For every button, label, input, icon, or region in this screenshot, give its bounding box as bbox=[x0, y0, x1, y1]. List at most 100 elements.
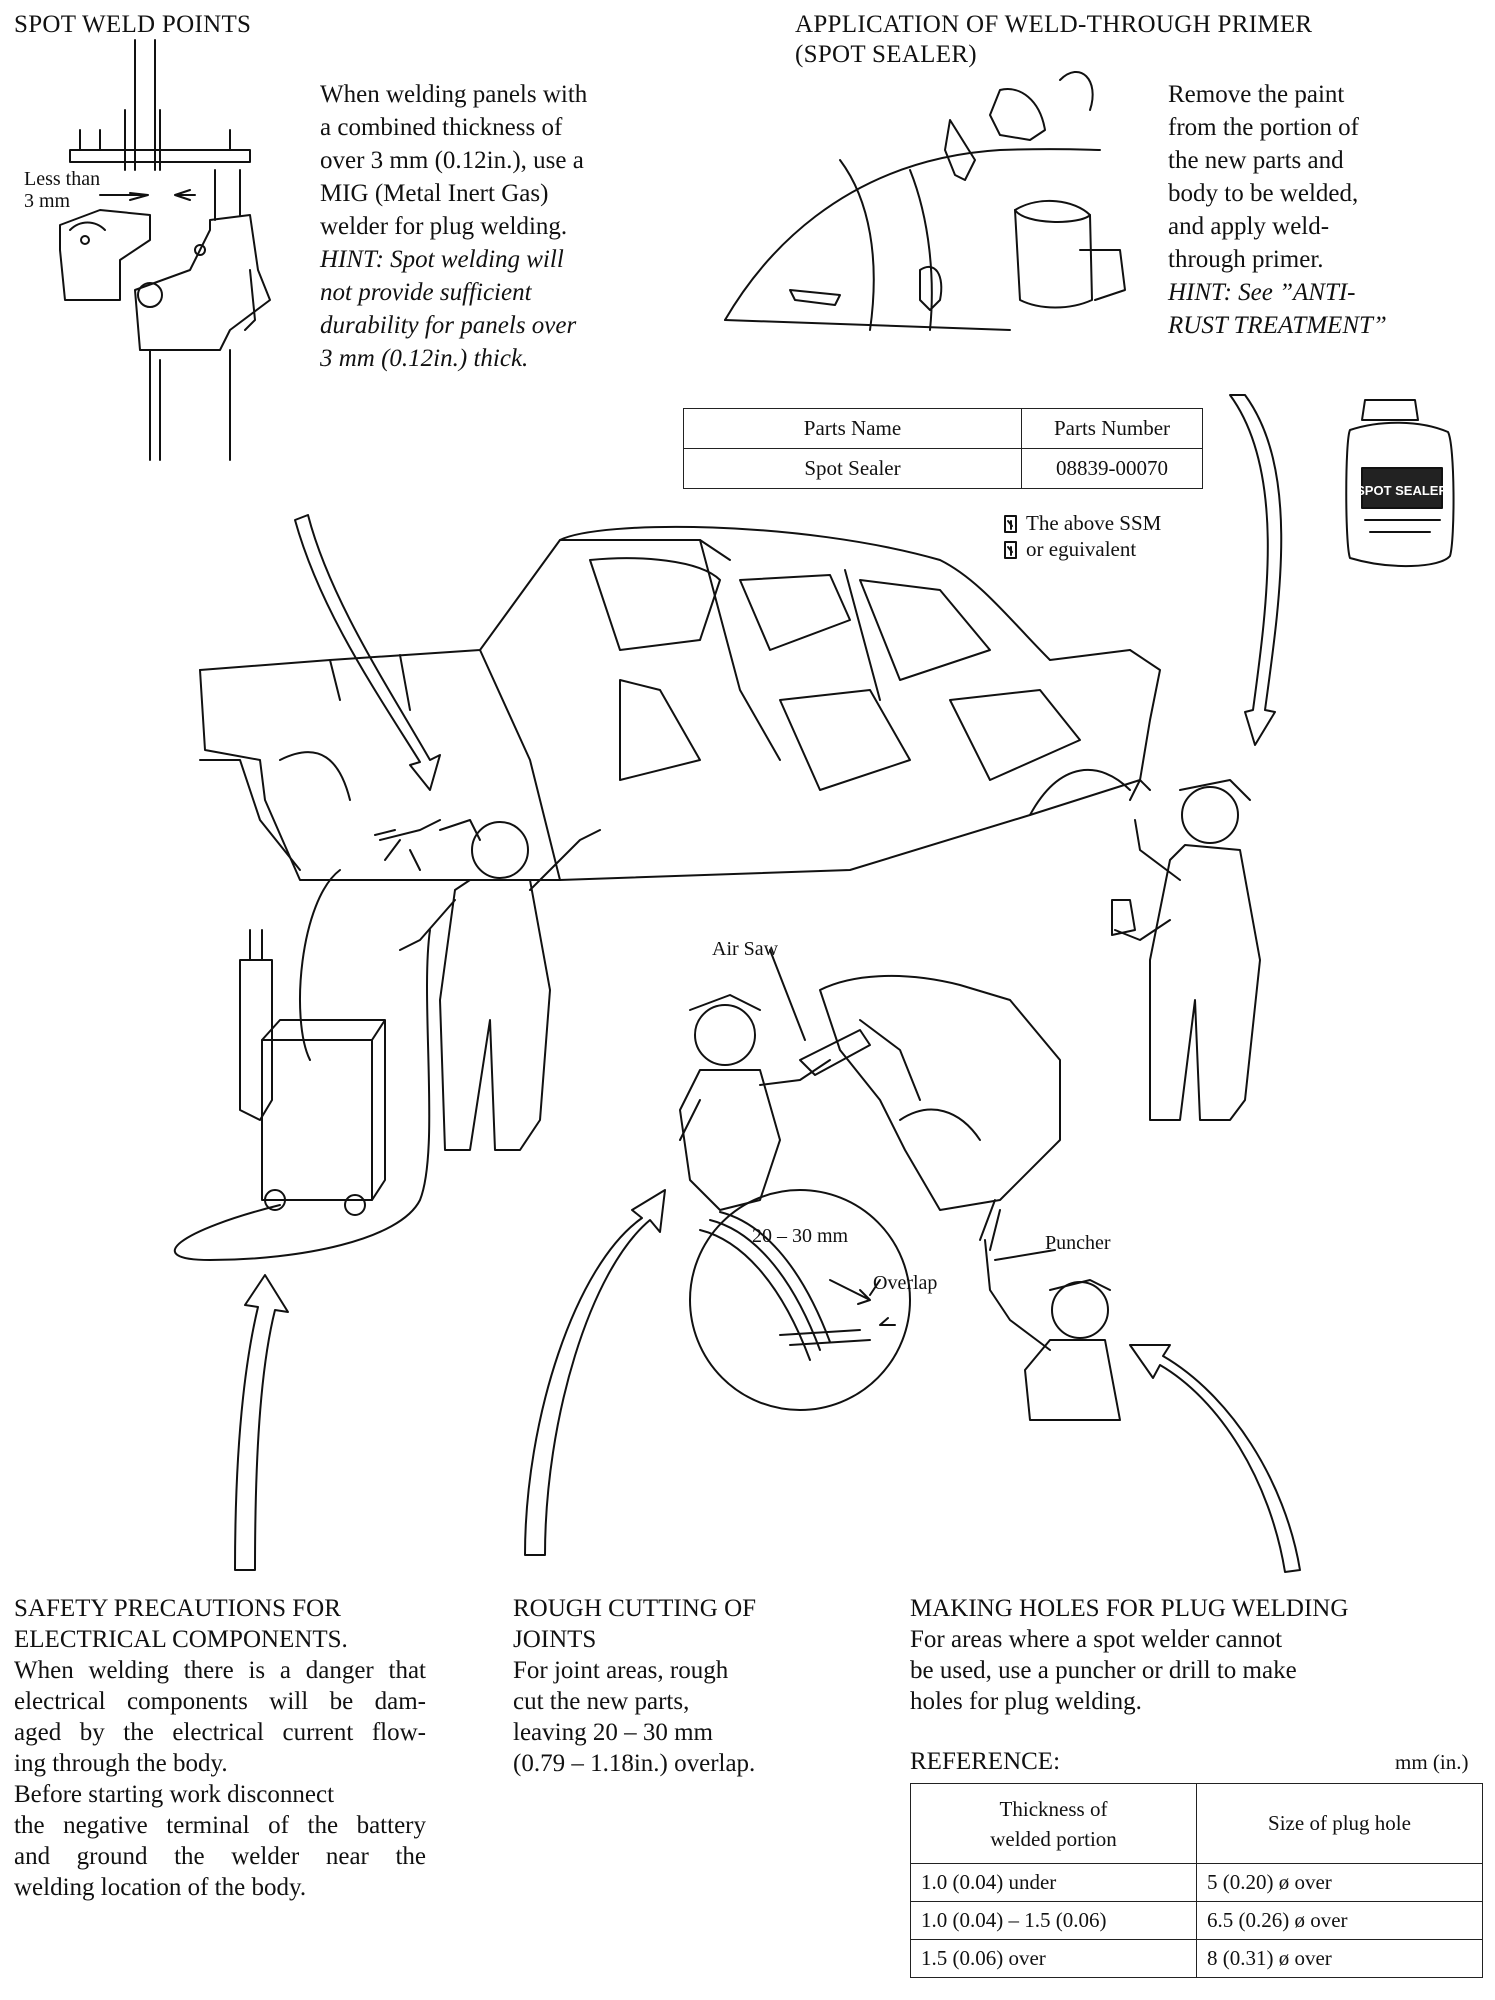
parts-table: Parts Name Parts Number Spot Sealer 0883… bbox=[683, 408, 1203, 489]
spot-weld-hint-line: not provide sufficient bbox=[320, 279, 532, 306]
rough-cut-section: ROUGH CUTTING OF JOINTS For joint areas,… bbox=[513, 1593, 756, 1779]
gap-callout-line-2: 3 mm bbox=[24, 190, 71, 212]
primer-application-illustration bbox=[725, 72, 1125, 330]
safety-line: electrical components will be dam- bbox=[14, 1688, 426, 1715]
primer-line: from the portion of bbox=[1168, 114, 1359, 141]
rough-cut-line: leaving 20 – 30 mm bbox=[513, 1719, 713, 1746]
ssm-note-line-1: The above SSM bbox=[1026, 511, 1162, 535]
thickness-header-line-1: Thickness of bbox=[999, 1796, 1108, 1821]
safety-line: ing through the body. bbox=[14, 1750, 228, 1777]
primer-line: and apply weld- bbox=[1168, 213, 1330, 240]
sealer-can-label: SPOT SEALER bbox=[1356, 483, 1448, 498]
puncher-label: Puncher bbox=[1045, 1232, 1111, 1254]
arrow-to-rear-body bbox=[1230, 395, 1281, 745]
plug-holes-line: holes for plug welding. bbox=[910, 1688, 1142, 1715]
puncher-leader bbox=[995, 1250, 1055, 1260]
parts-name-header: Parts Name bbox=[683, 408, 1022, 449]
primer-paragraph: Remove the paint from the portion of the… bbox=[1168, 78, 1387, 342]
ssm-box-1 bbox=[1005, 516, 1016, 532]
unit-label: mm (in.) bbox=[1395, 1750, 1469, 1774]
thickness-header: Thickness of welded portion bbox=[910, 1783, 1197, 1864]
safety-line: When welding there is a danger that bbox=[14, 1657, 426, 1684]
spot-weld-hint-line: HINT: Spot welding will bbox=[320, 246, 564, 273]
primer-line: body to be welded, bbox=[1168, 180, 1359, 207]
primer-heading-line-1: APPLICATION OF WELD-THROUGH PRIMER bbox=[795, 11, 1313, 38]
spot-weld-line: a combined thickness of bbox=[320, 114, 563, 141]
primer-worker-illustration bbox=[1112, 780, 1260, 1120]
plug-holes-section: MAKING HOLES FOR PLUG WELDING For areas … bbox=[910, 1593, 1348, 1717]
rough-cut-line: cut the new parts, bbox=[513, 1688, 690, 1715]
ssm-note-line-2: or eguivalent bbox=[1026, 537, 1137, 561]
rough-cut-line: (0.79 – 1.18in.) overlap. bbox=[513, 1750, 756, 1777]
welding-worker-illustration bbox=[175, 820, 600, 1260]
air-saw-worker-illustration bbox=[680, 976, 1060, 1210]
hole-size-cell: 5 (0.20) ø over bbox=[1196, 1863, 1483, 1902]
safety-line: and ground the welder near the bbox=[14, 1843, 426, 1870]
air-saw-leader bbox=[770, 950, 805, 1040]
primer-line: Remove the paint bbox=[1168, 81, 1345, 108]
reference-label: REFERENCE: bbox=[910, 1748, 1061, 1775]
overlap-label: Overlap bbox=[873, 1272, 938, 1294]
thickness-cell: 1.0 (0.04) under bbox=[910, 1863, 1197, 1902]
primer-heading-line-2: (SPOT SEALER) bbox=[795, 41, 977, 68]
puncher-worker-illustration bbox=[980, 1200, 1120, 1420]
overlap-detail-illustration bbox=[690, 1190, 910, 1410]
hole-size-header: Size of plug hole bbox=[1196, 1783, 1483, 1864]
spot-weld-hint-line: 3 mm (0.12in.) thick. bbox=[320, 345, 529, 372]
ssm-box-2 bbox=[1005, 542, 1016, 558]
thickness-header-line-2: welded portion bbox=[990, 1826, 1117, 1851]
ssm-note: The above SSM or eguivalent bbox=[1026, 510, 1161, 562]
rough-cut-line: For joint areas, rough bbox=[513, 1657, 729, 1684]
gap-callout: Less than 3 mm bbox=[24, 168, 100, 212]
air-saw-label: Air Saw bbox=[712, 938, 779, 960]
parts-number-header: Parts Number bbox=[1021, 408, 1203, 449]
plug-holes-line: For areas where a spot welder cannot bbox=[910, 1626, 1283, 1653]
plug-holes-heading: MAKING HOLES FOR PLUG WELDING bbox=[910, 1595, 1349, 1622]
spot-weld-line: MIG (Metal Inert Gas) bbox=[320, 180, 549, 207]
hole-size-cell: 8 (0.31) ø over bbox=[1196, 1939, 1483, 1978]
safety-line: Before starting work disconnect bbox=[14, 1781, 335, 1808]
primer-line: through primer. bbox=[1168, 246, 1324, 273]
safety-line: the negative terminal of the battery bbox=[14, 1812, 426, 1839]
plug-table-header-row: Thickness of welded portion Size of plug… bbox=[910, 1783, 1483, 1864]
spot-weld-heading: SPOT WELD POINTS bbox=[14, 11, 252, 38]
safety-line: welding location of the body. bbox=[14, 1874, 307, 1901]
gap-callout-line-1: Less than bbox=[24, 168, 101, 190]
spot-sealer-can-illustration: SPOT SEALER bbox=[1346, 400, 1453, 566]
spot-welder-illustration bbox=[60, 40, 270, 460]
safety-section: SAFETY PRECAUTIONS FOR ELECTRICAL COMPON… bbox=[14, 1593, 426, 1903]
arrow-to-puncher bbox=[1130, 1345, 1300, 1572]
parts-table-header-row: Parts Name Parts Number bbox=[683, 408, 1203, 449]
arrow-to-welder-equipment bbox=[235, 1275, 288, 1570]
safety-heading-line-2: ELECTRICAL COMPONENTS. bbox=[14, 1626, 348, 1653]
spot-weld-hint-line: durability for panels over bbox=[320, 312, 577, 339]
rough-cut-heading-line-2: JOINTS bbox=[513, 1626, 597, 1653]
thickness-cell: 1.5 (0.06) over bbox=[910, 1939, 1197, 1978]
parts-name-cell: Spot Sealer bbox=[683, 448, 1022, 489]
arrow-to-air-saw bbox=[525, 1190, 665, 1555]
table-row: 1.5 (0.06) over 8 (0.31) ø over bbox=[910, 1939, 1483, 1978]
primer-hint-line: RUST TREATMENT” bbox=[1168, 312, 1387, 339]
thickness-cell: 1.0 (0.04) – 1.5 (0.06) bbox=[910, 1901, 1197, 1940]
safety-heading-line-1: SAFETY PRECAUTIONS FOR bbox=[14, 1595, 341, 1622]
hole-size-cell: 6.5 (0.26) ø over bbox=[1196, 1901, 1483, 1940]
arrow-to-weld-spot bbox=[295, 515, 440, 790]
spot-weld-line: When welding panels with bbox=[320, 81, 588, 108]
safety-line: aged by the electrical current flow- bbox=[14, 1719, 426, 1746]
plug-holes-line: be used, use a puncher or drill to make bbox=[910, 1657, 1297, 1684]
primer-hint-line: HINT: See ”ANTI- bbox=[1168, 279, 1356, 306]
table-row: 1.0 (0.04) under 5 (0.20) ø over bbox=[910, 1863, 1483, 1902]
spot-weld-paragraph: When welding panels with a combined thic… bbox=[320, 78, 587, 375]
spot-weld-line: welder for plug welding. bbox=[320, 213, 568, 240]
parts-table-row: Spot Sealer 08839-00070 bbox=[683, 448, 1203, 489]
spot-weld-line: over 3 mm (0.12in.), use a bbox=[320, 147, 584, 174]
overlap-range-label: 20 – 30 mm bbox=[752, 1225, 849, 1247]
primer-line: the new parts and bbox=[1168, 147, 1344, 174]
plug-hole-table: Thickness of welded portion Size of plug… bbox=[910, 1783, 1483, 1978]
pointer-arrows bbox=[235, 395, 1300, 1572]
primer-heading: APPLICATION OF WELD-THROUGH PRIMER (SPOT… bbox=[795, 10, 1312, 70]
parts-number-cell: 08839-00070 bbox=[1021, 448, 1203, 489]
rough-cut-heading-line-1: ROUGH CUTTING OF bbox=[513, 1595, 757, 1622]
table-row: 1.0 (0.04) – 1.5 (0.06) 6.5 (0.26) ø ove… bbox=[910, 1901, 1483, 1940]
